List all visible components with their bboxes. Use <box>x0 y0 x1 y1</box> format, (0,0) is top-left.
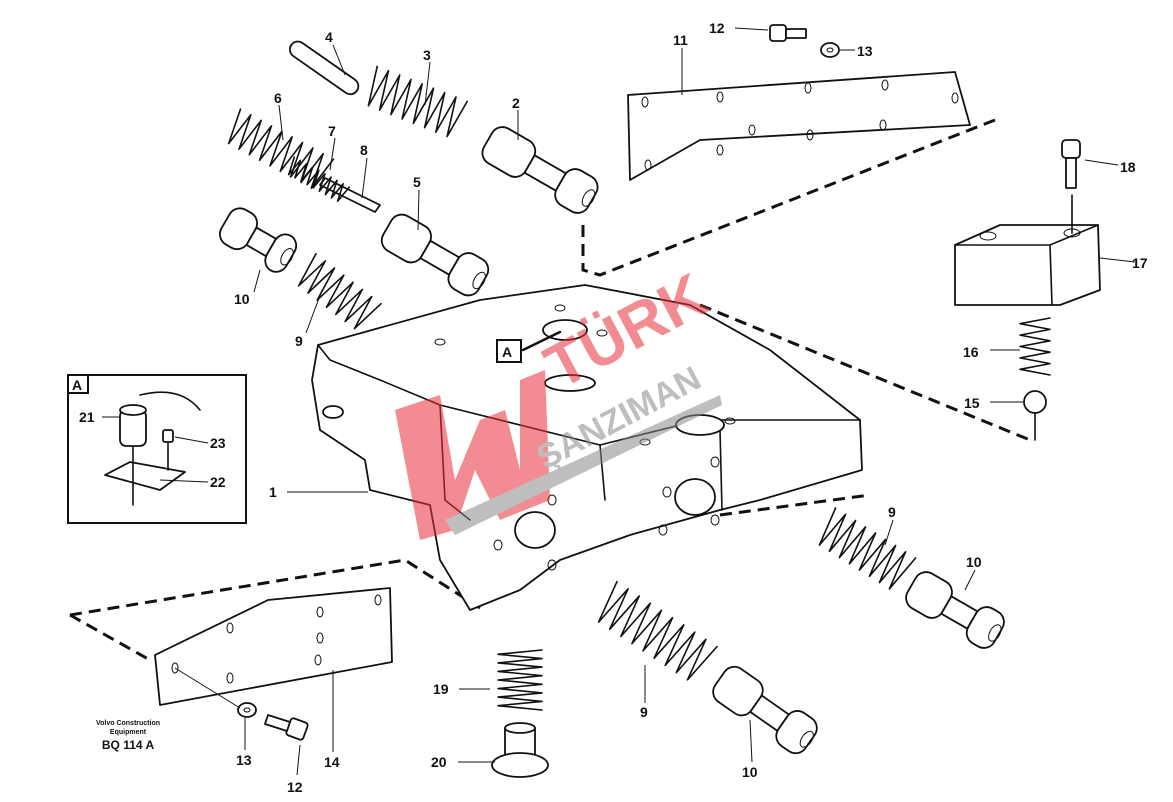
valve-spool <box>712 665 818 755</box>
screw-12-bottom <box>174 667 309 741</box>
callout-13-bottom: 13 <box>236 752 252 768</box>
bolt-hole <box>716 91 724 103</box>
bolt-holes <box>434 304 736 571</box>
callout-2: 2 <box>512 95 520 111</box>
callout-17: 17 <box>1132 255 1148 271</box>
detail-inset: A <box>67 374 247 524</box>
cover-plate-top <box>627 71 971 181</box>
callout-19: 19 <box>433 681 449 697</box>
spring <box>287 156 351 202</box>
callout-3: 3 <box>423 47 431 63</box>
plug-20 <box>491 722 549 778</box>
callouts: 4 3 2 6 7 8 5 10 9 11 12 13 18 17 16 15 … <box>79 20 1148 795</box>
spring <box>597 580 718 681</box>
detail-marker: A <box>496 330 562 363</box>
spring <box>818 507 917 590</box>
callout-12-bottom: 12 <box>287 779 303 795</box>
bolt-hole <box>644 159 652 171</box>
bolt-hole <box>314 654 322 666</box>
callout-10: 10 <box>234 291 250 307</box>
callout-18: 18 <box>1120 159 1136 175</box>
drawing-footer: Volvo Construction Equipment BQ 114 A <box>96 720 160 752</box>
valve-spool <box>481 126 599 214</box>
screw-12-top <box>769 24 840 58</box>
callout-9: 9 <box>295 333 303 349</box>
callout-16: 16 <box>963 344 979 360</box>
callout-6: 6 <box>274 90 282 106</box>
bolt-hole <box>879 119 887 131</box>
callout-8: 8 <box>360 142 368 158</box>
bolt-hole <box>951 92 959 104</box>
bolt-hole <box>748 124 756 136</box>
assembly-dashed-lines <box>69 116 1031 662</box>
pin-4 <box>288 40 360 96</box>
callout-12: 12 <box>709 20 725 36</box>
bolt-hole <box>716 144 724 156</box>
bolt-hole <box>881 79 889 91</box>
maker-line2: Equipment <box>110 729 147 736</box>
spring <box>297 252 382 330</box>
callout-7: 7 <box>328 123 336 139</box>
spring <box>367 65 468 138</box>
screw-18 <box>1061 139 1081 189</box>
block-17 <box>954 194 1101 306</box>
spring <box>1019 317 1051 376</box>
bolt-hole <box>226 672 234 684</box>
bolt-hole <box>316 606 324 618</box>
callout-14: 14 <box>324 754 340 770</box>
maker-line1: Volvo Construction <box>96 720 160 727</box>
callout-10-bottom: 10 <box>742 764 758 780</box>
callout-9-right: 9 <box>888 504 896 520</box>
bolt-hole <box>171 662 179 674</box>
inset-label: A <box>72 377 82 393</box>
cover-plate-bottom <box>154 587 393 706</box>
leader-lines <box>102 27 1136 776</box>
callout-10-right: 10 <box>966 554 982 570</box>
detail-marker-label: A <box>502 344 512 360</box>
callout-20: 20 <box>431 754 447 770</box>
valve-spool <box>219 207 298 273</box>
bolt-hole <box>641 96 649 108</box>
callout-5: 5 <box>413 174 421 190</box>
callout-15: 15 <box>964 395 980 411</box>
spring <box>497 649 543 711</box>
valve-spool <box>905 571 1005 649</box>
bolt-hole <box>806 129 814 141</box>
callout-9-bottom: 9 <box>640 704 648 720</box>
callout-13: 13 <box>857 43 873 59</box>
callout-4: 4 <box>325 29 333 45</box>
callout-1: 1 <box>269 484 277 500</box>
valve-spool <box>380 213 490 297</box>
bolt-hole <box>226 622 234 634</box>
callout-23: 23 <box>210 435 226 451</box>
spring <box>227 108 335 189</box>
drawing-code: BQ 114 A <box>102 738 155 752</box>
bolt-hole <box>316 632 324 644</box>
callout-21: 21 <box>79 409 95 425</box>
callout-22: 22 <box>210 474 226 490</box>
callout-11: 11 <box>673 32 688 48</box>
bolt-hole <box>804 82 812 94</box>
bolt-hole <box>374 594 382 606</box>
ball-15 <box>1023 390 1047 414</box>
